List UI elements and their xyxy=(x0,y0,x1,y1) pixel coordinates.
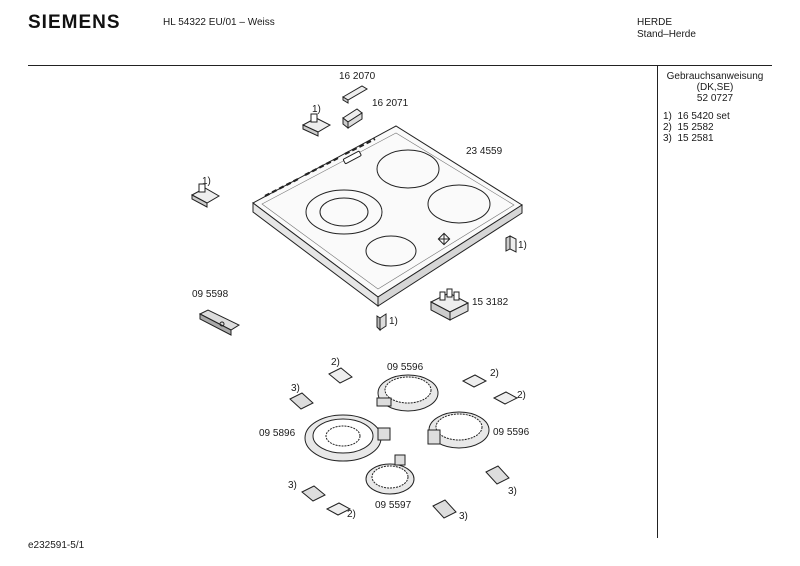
side-clip-drawing xyxy=(505,235,517,253)
note-key: 3) xyxy=(663,133,672,144)
part-label-095896: 09 5896 xyxy=(259,428,296,439)
heat-indicator-symbol xyxy=(437,232,451,246)
part-153182-drawing xyxy=(429,288,470,321)
cooking-zone-right xyxy=(427,184,491,224)
note-key: 1) xyxy=(663,111,672,122)
note-value: 16 5420 set xyxy=(677,111,730,122)
ref-mark-2: 2) xyxy=(490,368,499,379)
note-item: 3) 15 2581 xyxy=(663,133,714,144)
small-clip-drawing xyxy=(376,313,387,332)
ref-mark-3: 3) xyxy=(288,480,297,491)
part-label-095598: 09 5598 xyxy=(192,289,229,300)
mounting-clamp-drawing xyxy=(190,183,220,208)
document-id: e232591-5/1 xyxy=(28,540,85,551)
part-095598-drawing xyxy=(198,309,241,336)
manual-number: 52 0727 xyxy=(696,93,734,104)
ref-mark-2: 2) xyxy=(517,390,526,401)
spring-clip-drawing xyxy=(325,367,519,516)
ref-mark-1: 1) xyxy=(518,240,527,251)
ref-mark-1: 1) xyxy=(202,176,211,187)
model-title: HL 54322 EU/01 – Weiss xyxy=(163,17,275,28)
part-162070-drawing xyxy=(342,85,368,104)
brand-logo: SIEMENS xyxy=(28,12,121,33)
manual-title: Gebrauchsanweisung xyxy=(666,71,764,82)
ref-mark-3: 3) xyxy=(291,383,300,394)
part-label-095597: 09 5597 xyxy=(375,500,412,511)
part-label-234559: 23 4559 xyxy=(466,146,503,157)
part-label-162070: 16 2070 xyxy=(339,71,376,82)
cooking-zone-large xyxy=(305,189,383,235)
heating-element-right xyxy=(427,411,490,449)
heating-element-rear xyxy=(376,374,439,412)
ref-mark-2: 2) xyxy=(331,357,340,368)
category-label: HERDE xyxy=(637,17,673,28)
ref-mark-3: 3) xyxy=(508,486,517,497)
note-key: 2) xyxy=(663,122,672,133)
ref-mark-3: 3) xyxy=(459,511,468,522)
note-item: 1) 16 5420 set xyxy=(663,111,730,122)
note-item: 2) 15 2582 xyxy=(663,122,714,133)
ref-mark-2: 2) xyxy=(347,509,356,520)
mounting-clamp-drawing xyxy=(301,113,332,137)
ref-mark-1: 1) xyxy=(389,316,398,327)
subcategory-label: Stand–Herde xyxy=(637,29,696,40)
heating-element-small xyxy=(365,454,415,495)
ceramic-hob-plate xyxy=(252,125,523,308)
note-value: 15 2582 xyxy=(677,122,714,133)
header-divider xyxy=(28,65,772,66)
part-label-153182: 15 3182 xyxy=(472,297,509,308)
heating-element-large xyxy=(304,414,391,462)
side-panel-divider xyxy=(657,66,658,538)
part-label-095596: 09 5596 xyxy=(493,427,530,438)
part-label-162071: 16 2071 xyxy=(372,98,409,109)
ref-mark-1: 1) xyxy=(312,104,321,115)
note-value: 15 2581 xyxy=(677,133,714,144)
cooking-zone-front xyxy=(365,235,417,267)
part-label-095596: 09 5596 xyxy=(387,362,424,373)
manual-language: (DK,SE) xyxy=(696,82,734,93)
retaining-clip-drawing xyxy=(289,392,510,519)
cooking-zone-rear xyxy=(376,149,440,189)
part-162071-drawing xyxy=(342,108,363,130)
